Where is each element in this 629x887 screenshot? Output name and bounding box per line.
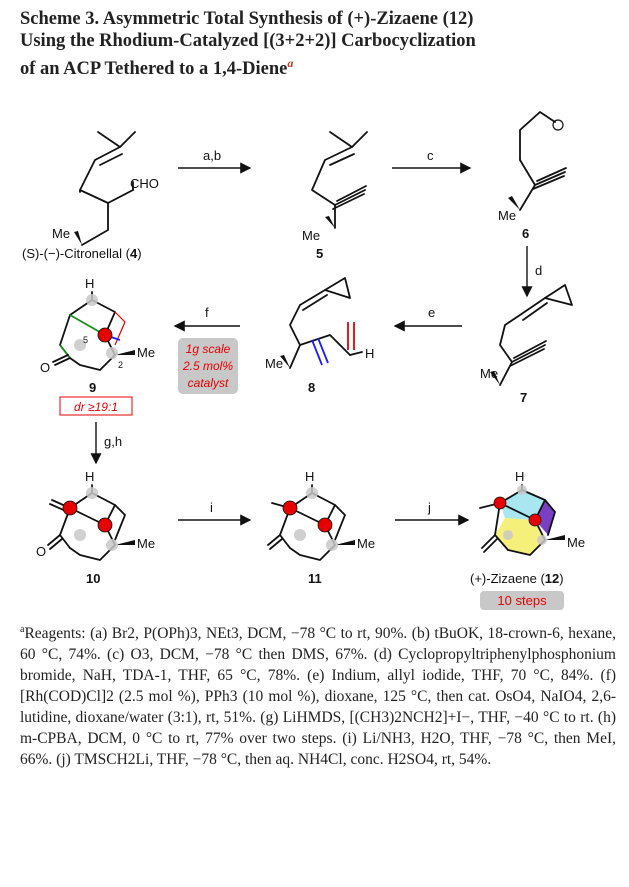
- c4-cho-label: CHO: [130, 176, 159, 191]
- c11-me-label: Me: [357, 536, 375, 551]
- c6-me-label: Me: [498, 208, 516, 223]
- compound-11: H Me 11: [267, 469, 375, 586]
- c12-h-label: H: [515, 469, 524, 484]
- f-note-1: 1g scale: [186, 342, 231, 356]
- compound-12: H Me (+)-Zizaene (12) 10 steps: [470, 469, 585, 610]
- c12-name: (+)-Zizaene (12): [470, 571, 564, 586]
- reagents-footnote: aReagents: (a) Br2, P(OPh)3, NEt3, DCM, …: [20, 619, 616, 770]
- f-note-2: 2.5 mol%: [182, 359, 233, 373]
- c10-h-label: H: [85, 469, 94, 484]
- reagents-text: Reagents: (a) Br2, P(OPh)3, NEt3, DCM, −…: [20, 625, 616, 769]
- title-line-3-text: of an ACP Tethered to a 1,4-Diene: [20, 59, 288, 80]
- step-i-label: i: [210, 500, 213, 515]
- c7-me-label: Me: [480, 366, 498, 381]
- c4-name: (S)-(−)-Citronellal (4): [22, 246, 142, 261]
- compound-7: Me 7: [480, 284, 573, 405]
- title-line-1: Scheme 3. Asymmetric Total Synthesis of …: [20, 9, 474, 29]
- c9-me-label: Me: [137, 345, 155, 360]
- c12-steps-badge: [480, 591, 564, 610]
- compound-6: Me 6: [498, 111, 567, 241]
- c4-me-label: Me: [52, 226, 70, 241]
- c9-o-label: O: [40, 360, 50, 375]
- step-f-label: f: [205, 305, 209, 320]
- compound-9: H O Me 5 2 9 dr ≥19:1: [40, 276, 155, 416]
- c10-number: 10: [86, 571, 100, 586]
- c12-me-label: Me: [567, 535, 585, 550]
- compound-8: Me H 8: [265, 277, 374, 395]
- step-e-label: e: [428, 305, 435, 320]
- c11-h-label: H: [305, 469, 314, 484]
- title-footnote-mark: a: [287, 56, 294, 70]
- compound-10: H O Me 10: [36, 469, 155, 586]
- c11-number: 11: [308, 571, 322, 586]
- c10-me-label: Me: [137, 536, 155, 551]
- c9-h-label: H: [85, 276, 94, 291]
- compound-4: CHO Me (S)-(−)-Citronellal (4): [22, 131, 159, 261]
- step-d-label: d: [535, 263, 542, 278]
- c8-h-label: H: [365, 346, 374, 361]
- reagents-footnote-mark: a: [20, 624, 25, 635]
- f-note-3: catalyst: [188, 376, 229, 390]
- c5-number: 5: [316, 246, 323, 261]
- c9-dr: dr ≥19:1: [74, 400, 118, 414]
- f-conditions-badge: [178, 338, 238, 394]
- scheme-title: Scheme 3. Asymmetric Total Synthesis of …: [20, 8, 620, 80]
- c9-dr-box: [59, 396, 133, 416]
- step-j-label: j: [427, 500, 431, 515]
- c9-pos2: 2: [118, 360, 123, 370]
- c6-number: 6: [522, 226, 529, 241]
- c9-pos5: 5: [83, 335, 88, 345]
- step-c-label: c: [427, 148, 434, 163]
- c12-steps: 10 steps: [497, 593, 547, 608]
- step-ab-label: a,b: [203, 148, 221, 163]
- compound-5: Me 5: [302, 131, 368, 261]
- c7-number: 7: [520, 390, 527, 405]
- c10-o-label: O: [36, 544, 46, 559]
- title-line-2: Using the Rhodium-Catalyzed [(3+2+2)] Ca…: [20, 31, 476, 51]
- title-line-3: of an ACP Tethered to a 1,4-Dienea: [20, 52, 620, 80]
- c8-number: 8: [308, 380, 315, 395]
- c8-me-label: Me: [265, 356, 283, 371]
- c9-number: 9: [89, 380, 96, 395]
- step-gh-label: g,h: [104, 434, 122, 449]
- synthesis-scheme: CHO Me (S)-(−)-Citronellal (4) a,b Me 5 …: [22, 111, 585, 610]
- c5-me-label: Me: [302, 228, 320, 243]
